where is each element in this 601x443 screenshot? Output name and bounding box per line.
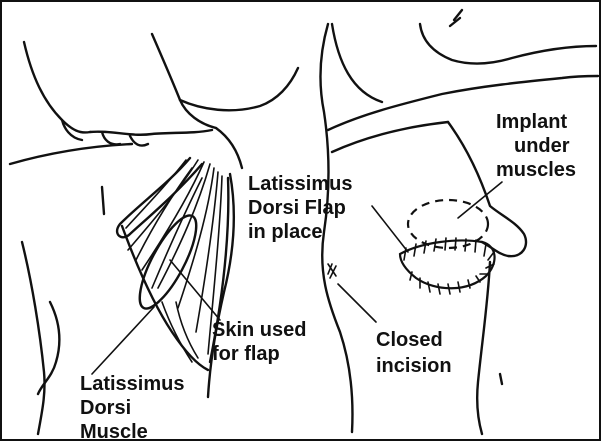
label-muscle-line-3: Muscle [80, 421, 148, 443]
incision-leader-line [338, 284, 376, 322]
label-muscle-line-1: Latissimus [80, 373, 184, 395]
label-implant-line-3: muscles [496, 159, 576, 181]
label-implant-line-2: under [514, 135, 570, 157]
shoulder-curve [180, 68, 298, 110]
upper-arm-top [152, 34, 216, 128]
implant-leader-line [458, 182, 502, 218]
front-view-figure [321, 10, 598, 434]
muscle-leader-line [92, 307, 154, 374]
arm-lower-outline [90, 130, 212, 135]
label-skin-line-1: Skin used [212, 319, 306, 341]
label-flap-line-2: Dorsi Flap [248, 197, 346, 219]
label-skin-used: Skin used for flap [212, 319, 306, 365]
label-incision-line-1: Closed [376, 329, 443, 351]
label-implant-line-1: Implant [496, 111, 567, 133]
left-back-line [22, 242, 45, 434]
label-flap-line-3: in place [248, 221, 322, 243]
armpit-line [216, 128, 242, 168]
shoulder-top-line [420, 24, 596, 64]
muscle-outer-edge [122, 226, 208, 370]
label-skin-line-2: for flap [212, 343, 280, 365]
label-implant: Implant under muscles [496, 111, 576, 181]
label-incision-line-2: incision [376, 355, 452, 377]
label-latissimus-muscle: Latissimus Dorsi Muscle [80, 373, 184, 443]
torso-left-contour [321, 24, 353, 432]
right-small-tick [500, 374, 502, 384]
label-flap-in-place: Latissimus Dorsi Flap in place [248, 173, 352, 243]
neck-line [332, 24, 382, 102]
arm-outline [24, 42, 90, 133]
flap-leader-line [372, 206, 408, 252]
flap-stitched-outline [400, 241, 495, 289]
left-side-contour [102, 187, 104, 214]
back-top-line [10, 144, 132, 164]
torso-right-contour [477, 262, 490, 434]
label-muscle-line-2: Dorsi [80, 397, 131, 419]
label-closed-incision: Closed incision [376, 329, 452, 377]
arm-bottom-outline [332, 122, 448, 152]
hand-squiggle [450, 10, 462, 26]
label-flap-line-1: Latissimus [248, 173, 352, 195]
closed-incision-mark [328, 264, 336, 278]
